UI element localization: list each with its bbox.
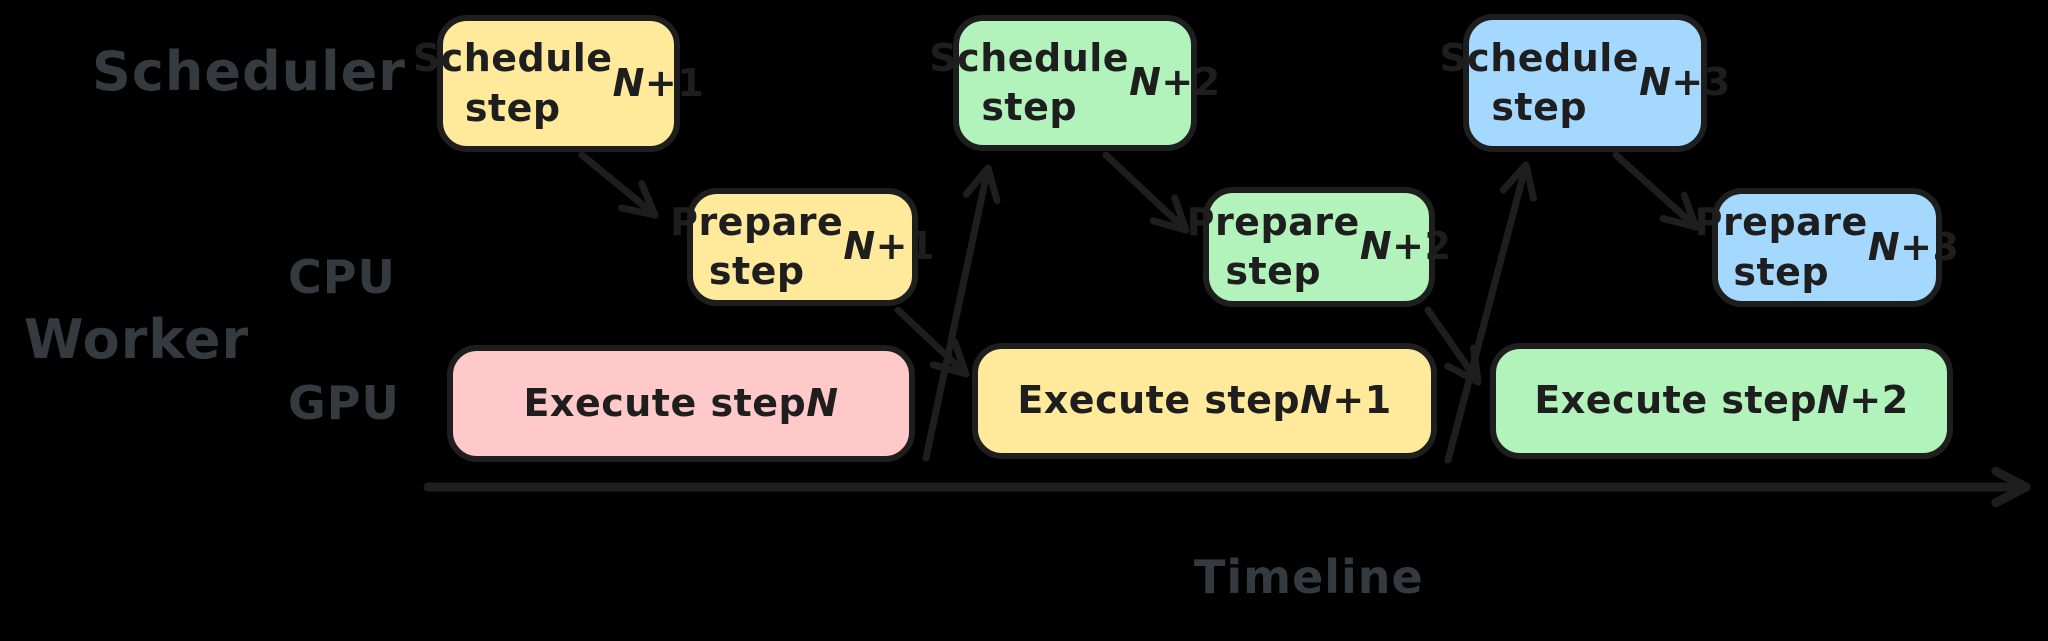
lane-label-cpu: CPU: [288, 250, 396, 304]
timeline-axis-label: Timeline: [1194, 550, 1424, 604]
timeline-axis-arrow: [423, 466, 2031, 508]
box-execute-step-n1: Execute step N+1: [972, 343, 1437, 459]
lane-label-worker: Worker: [24, 308, 250, 371]
arrow-execute-n-to-schedule-n2: [922, 164, 1001, 462]
arrow-schedule-n1-to-prepare-n1: [578, 151, 659, 219]
arrow-execute-n1-to-schedule-n3: [1444, 161, 1537, 464]
arrow-schedule-n2-to-prepare-n2: [1102, 151, 1190, 234]
lane-label-scheduler: Scheduler: [92, 40, 406, 103]
arrow-prepare-n1-to-execute-n1: [894, 306, 970, 378]
lane-label-gpu: GPU: [288, 376, 400, 430]
arrow-schedule-n3-to-prepare-n3: [1612, 151, 1700, 231]
box-execute-step-n2: Execute step N+2: [1490, 343, 1953, 459]
box-execute-step-n: Execute step N: [447, 345, 915, 462]
